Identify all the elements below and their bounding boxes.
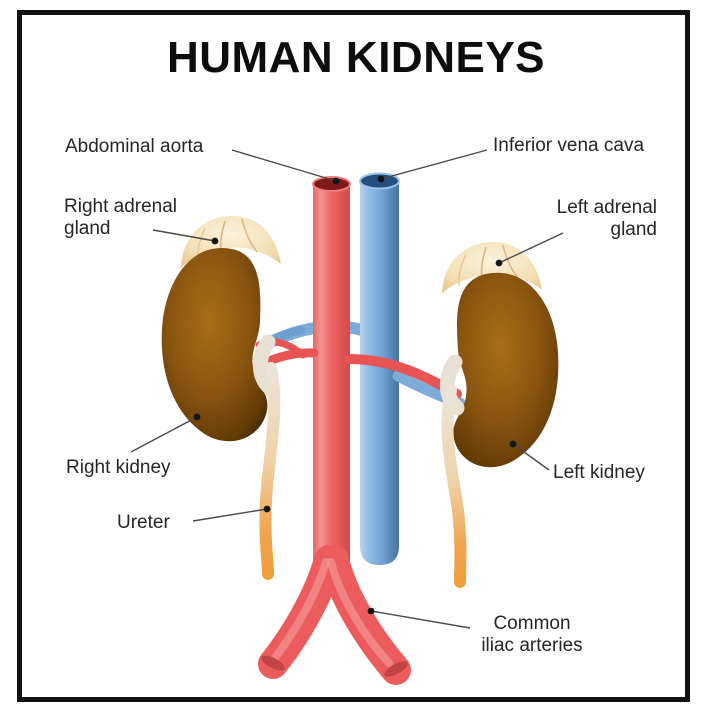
left-ureter-shape (439, 354, 467, 588)
leader-lines (130, 149, 564, 629)
right-ureter-shape (252, 334, 281, 580)
label-common-iliac-arteries: Common iliac arteries (481, 613, 583, 656)
diagram-title: HUMAN KIDNEYS (166, 33, 546, 82)
leader-dots (193, 175, 517, 615)
label-left-kidney: Left kidney (553, 462, 645, 483)
label-ureter: Ureter (117, 512, 170, 533)
vena-cava-vessel (359, 172, 400, 565)
left-kidney-shape (453, 272, 559, 468)
label-right-adrenal-gland: Right adrenal gland (64, 196, 178, 239)
label-inferior-vena-cava: Inferior vena cava (493, 135, 645, 156)
right-kidney-shape (161, 247, 268, 442)
aorta-vessel (258, 176, 411, 685)
label-left-adrenal-gland: Left adrenal gland (556, 197, 657, 240)
right-iliac-artery (319, 545, 411, 685)
label-right-kidney: Right kidney (66, 457, 171, 478)
label-abdominal-aorta: Abdominal aorta (65, 136, 204, 157)
